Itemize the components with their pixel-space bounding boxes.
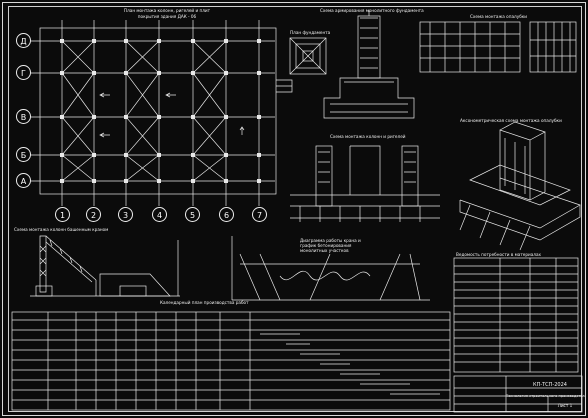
axis-col-4: 4 <box>152 207 167 222</box>
title-formwork: Схема монтажа опалубки <box>470 14 528 19</box>
plan-columns <box>60 39 261 183</box>
formwork-drawing <box>419 21 577 73</box>
schedule-table <box>11 311 451 411</box>
plan-drawing <box>31 20 293 206</box>
axis-col-5: 5 <box>185 207 200 222</box>
axis-row-a: А <box>16 173 31 188</box>
title-crane-diagram-3: монолитных участков <box>300 248 349 253</box>
crane-diagram-drawing <box>231 236 430 301</box>
title-crane-diagram-2: график бетонирования <box>300 243 352 248</box>
axis-col-6: 6 <box>219 207 234 222</box>
title-tower-crane: Схема монтажа колонн башенным краном <box>14 227 109 232</box>
small-plan-drawing <box>289 37 327 75</box>
stamp-code: КП-ТСП-2024 <box>533 382 567 388</box>
title-block <box>453 375 583 413</box>
plan-title-line1: План монтажа колонн, ригелей и плит <box>123 8 211 13</box>
axis-row-v: В <box>16 109 31 124</box>
title-schedule: Календарный план производства работ <box>160 300 249 305</box>
title-foundation-rebar: Схема армирования монолитного фундамента <box>320 8 424 13</box>
tower-crane-drawing <box>30 235 180 297</box>
title-columns-beams: Схема монтажа колонн и ригелей <box>330 134 406 139</box>
title-materials: Ведомость потребности в материалах <box>456 252 542 257</box>
axis-row-g: Г <box>16 65 31 80</box>
axis-row-b: Б <box>16 147 31 162</box>
axis-col-7: 7 <box>252 207 267 222</box>
plan-title-line2: покрытия здания ДАК - 06 <box>137 14 197 19</box>
title-axonometric: Аксонометрическая схема монтажа опалубки <box>460 118 562 123</box>
stamp-sheet: Лист 1 <box>557 403 573 408</box>
title-small-plan: План фундамента <box>290 30 331 35</box>
materials-table <box>453 257 579 373</box>
title-crane-diagram-1: Диаграмма работы крана и <box>300 238 361 243</box>
axis-col-2: 2 <box>86 207 101 222</box>
axonometric-drawing <box>459 121 581 251</box>
columns-beams-drawing <box>290 145 440 222</box>
drawing-border <box>8 6 582 412</box>
axis-col-3: 3 <box>118 207 133 222</box>
axis-row-d: Д <box>16 33 31 48</box>
foundation-rebar-drawing <box>323 10 415 119</box>
axis-col-1: 1 <box>55 207 70 222</box>
